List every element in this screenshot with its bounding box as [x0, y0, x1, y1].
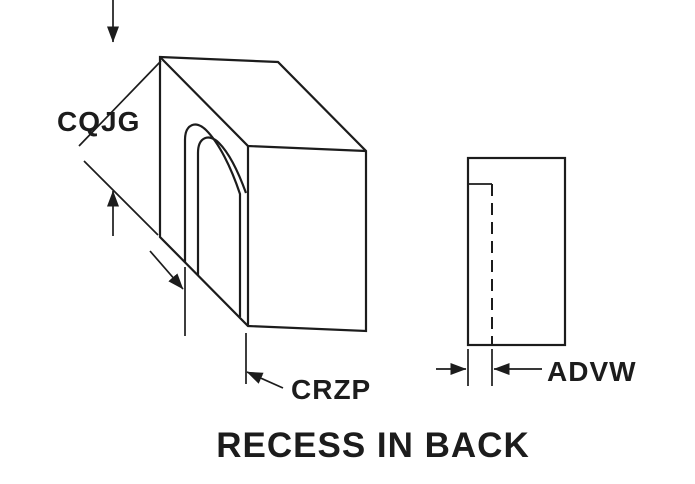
- crzp-label: CRZP: [291, 374, 371, 405]
- crzp-arrow-left: [149, 250, 184, 290]
- block-top-edges: [159, 56, 367, 153]
- side-view: [466, 156, 567, 347]
- advw-label: ADVW: [547, 356, 637, 387]
- side-view-outline: [466, 156, 567, 347]
- cqjg-extension-line-lower: [83, 160, 159, 236]
- block-3d-view: [158, 55, 368, 333]
- cqjg-label: CQJG: [57, 106, 140, 137]
- dimension-cqjg: CQJG: [57, 0, 162, 236]
- block-outline: [158, 55, 368, 333]
- cqjg-extension-line-upper: [78, 60, 162, 147]
- recess-arch-outer: [183, 123, 242, 317]
- crzp-arrow-right: [246, 371, 284, 389]
- dimension-advw: ADVW: [436, 349, 637, 387]
- caption-title: RECESS IN BACK: [216, 426, 529, 465]
- recess-arch-inner: [196, 136, 248, 275]
- dimension-crzp: CRZP: [149, 250, 371, 405]
